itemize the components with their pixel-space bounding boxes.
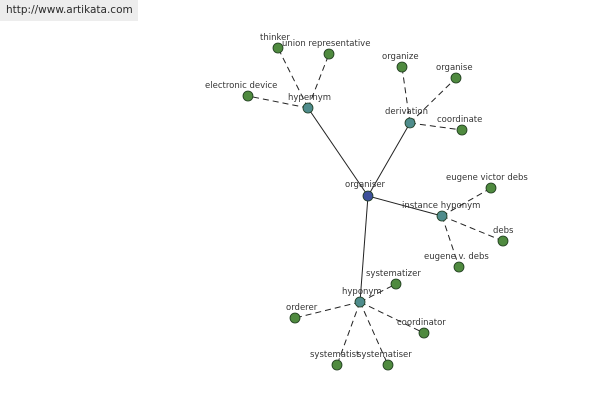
- node-organiser[interactable]: [362, 190, 374, 202]
- node-systematizer[interactable]: [390, 278, 402, 290]
- node-debs[interactable]: [497, 235, 509, 247]
- node-hypernym[interactable]: [302, 102, 314, 114]
- edge-organiser-instance-hyponym: [367, 195, 443, 217]
- label-instance-hyponym[interactable]: instance hyponym: [402, 201, 480, 211]
- node-organize[interactable]: [396, 61, 408, 73]
- edge-hyponym-systematiser: [359, 301, 389, 366]
- edge-hyponym-systematizer: [359, 283, 397, 303]
- edge-hyponym-coordinator: [359, 301, 425, 334]
- label-hypernym[interactable]: hypernym: [288, 93, 331, 103]
- graph-nodes: [242, 42, 509, 371]
- node-coordinate[interactable]: [456, 124, 468, 136]
- label-union-representative[interactable]: union representative: [282, 39, 370, 49]
- label-systematizer[interactable]: systematizer: [366, 269, 421, 279]
- node-systematiser[interactable]: [382, 359, 394, 371]
- label-derivation[interactable]: derivation: [385, 107, 428, 117]
- edge-instance-hyponym-debs: [441, 215, 504, 242]
- edge-derivation-coordinate: [409, 122, 463, 131]
- label-thinker[interactable]: thinker: [260, 33, 290, 43]
- graph-edges: [247, 47, 504, 366]
- edge-hypernym-thinker: [277, 47, 309, 109]
- edge-hypernym-electronic-device: [247, 95, 309, 109]
- label-coordinator[interactable]: coordinator: [397, 318, 446, 328]
- label-organize[interactable]: organize: [382, 52, 419, 62]
- edge-organiser-hypernym: [307, 107, 369, 197]
- label-electronic-device[interactable]: electronic device: [205, 81, 277, 91]
- node-systematist[interactable]: [331, 359, 343, 371]
- edge-hyponym-systematist: [336, 301, 361, 366]
- edge-instance-hyponym-eugene-v-debs: [441, 215, 460, 268]
- node-orderer[interactable]: [289, 312, 301, 324]
- label-organise[interactable]: organise: [436, 63, 473, 73]
- label-coordinate[interactable]: coordinate: [437, 115, 482, 125]
- node-coordinator[interactable]: [418, 327, 430, 339]
- label-organiser[interactable]: organiser: [345, 180, 386, 190]
- label-systematist[interactable]: systematist: [310, 350, 360, 360]
- node-instance-hyponym[interactable]: [436, 210, 448, 222]
- site-url-text[interactable]: http://www.artikata.com: [6, 4, 133, 16]
- node-thinker[interactable]: [272, 42, 284, 54]
- label-systematiser[interactable]: systematiser: [357, 350, 412, 360]
- node-eugene-v-debs[interactable]: [453, 261, 465, 273]
- node-electronic-device[interactable]: [242, 90, 254, 102]
- edge-derivation-organise: [409, 77, 457, 124]
- label-debs[interactable]: debs: [493, 226, 514, 236]
- site-url-bar[interactable]: http://www.artikata.com: [0, 0, 138, 21]
- edge-organiser-derivation: [367, 122, 411, 197]
- edge-hyponym-orderer: [294, 301, 361, 319]
- label-eugene-victor-debs[interactable]: eugene victor debs: [446, 173, 528, 183]
- label-hyponym[interactable]: hyponym: [342, 287, 382, 297]
- node-organise[interactable]: [450, 72, 462, 84]
- node-derivation[interactable]: [404, 117, 416, 129]
- label-eugene-v-debs[interactable]: eugene v. debs: [424, 252, 489, 262]
- label-orderer[interactable]: orderer: [286, 303, 318, 313]
- node-hyponym[interactable]: [354, 296, 366, 308]
- node-union-representative[interactable]: [323, 48, 335, 60]
- node-eugene-victor-debs[interactable]: [485, 182, 497, 194]
- edge-organiser-hyponym: [359, 195, 369, 303]
